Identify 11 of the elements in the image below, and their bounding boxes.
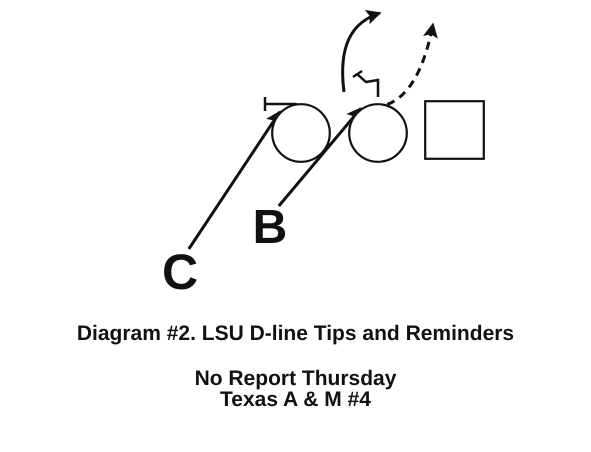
position-letter: B [248,204,292,250]
note-text: Texas A & M #4 [219,388,371,412]
arrow [188,110,282,250]
note-text: No Report Thursday [194,367,398,391]
position-letter: C [158,247,202,293]
caption: Diagram #2. LSU D-line Tips and Reminders [76,322,516,346]
player-circle [348,103,408,163]
dashed-arrow [386,22,438,106]
arrow [278,107,362,207]
player-square [424,100,485,160]
player-circle [271,103,331,163]
